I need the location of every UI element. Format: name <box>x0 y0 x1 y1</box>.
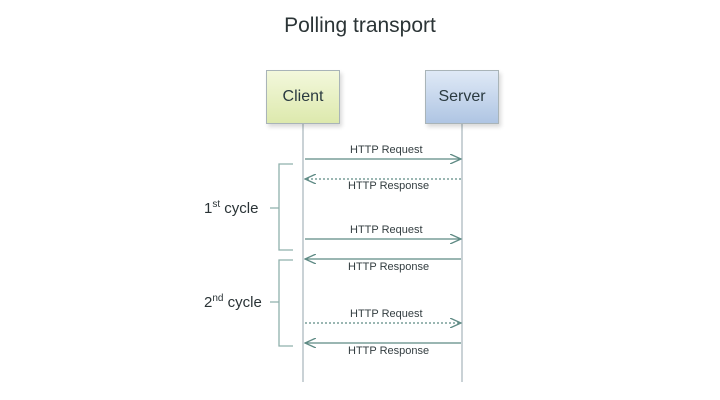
cycle-ordinal-suffix: nd <box>212 293 224 304</box>
cycle-word: cycle <box>224 200 259 217</box>
cycle-label-2: 2nd cycle <box>204 293 262 311</box>
cycle-bracket-1 <box>270 163 293 251</box>
message-label: HTTP Response <box>348 345 430 357</box>
diagram-title: Polling transport <box>284 14 436 37</box>
cycle-label-1: 1st cycle <box>204 199 258 217</box>
message-label: HTTP Response <box>348 180 430 192</box>
client-actor-box: Client <box>266 70 340 124</box>
cycle-number: 2 <box>204 294 213 311</box>
message-arrows <box>305 159 461 343</box>
message-label: HTTP Request <box>350 224 423 236</box>
server-actor-box: Server <box>425 70 499 124</box>
message-label: HTTP Response <box>348 261 430 273</box>
client-actor-label: Client <box>282 88 324 105</box>
cycle-word: cycle <box>227 294 262 311</box>
cycle-number: 1 <box>204 200 213 217</box>
cycle-bracket-2 <box>270 259 293 347</box>
cycle-ordinal-suffix: st <box>212 199 221 210</box>
server-actor-label: Server <box>438 88 486 105</box>
message-label: HTTP Request <box>350 308 423 320</box>
message-label: HTTP Request <box>350 144 423 156</box>
